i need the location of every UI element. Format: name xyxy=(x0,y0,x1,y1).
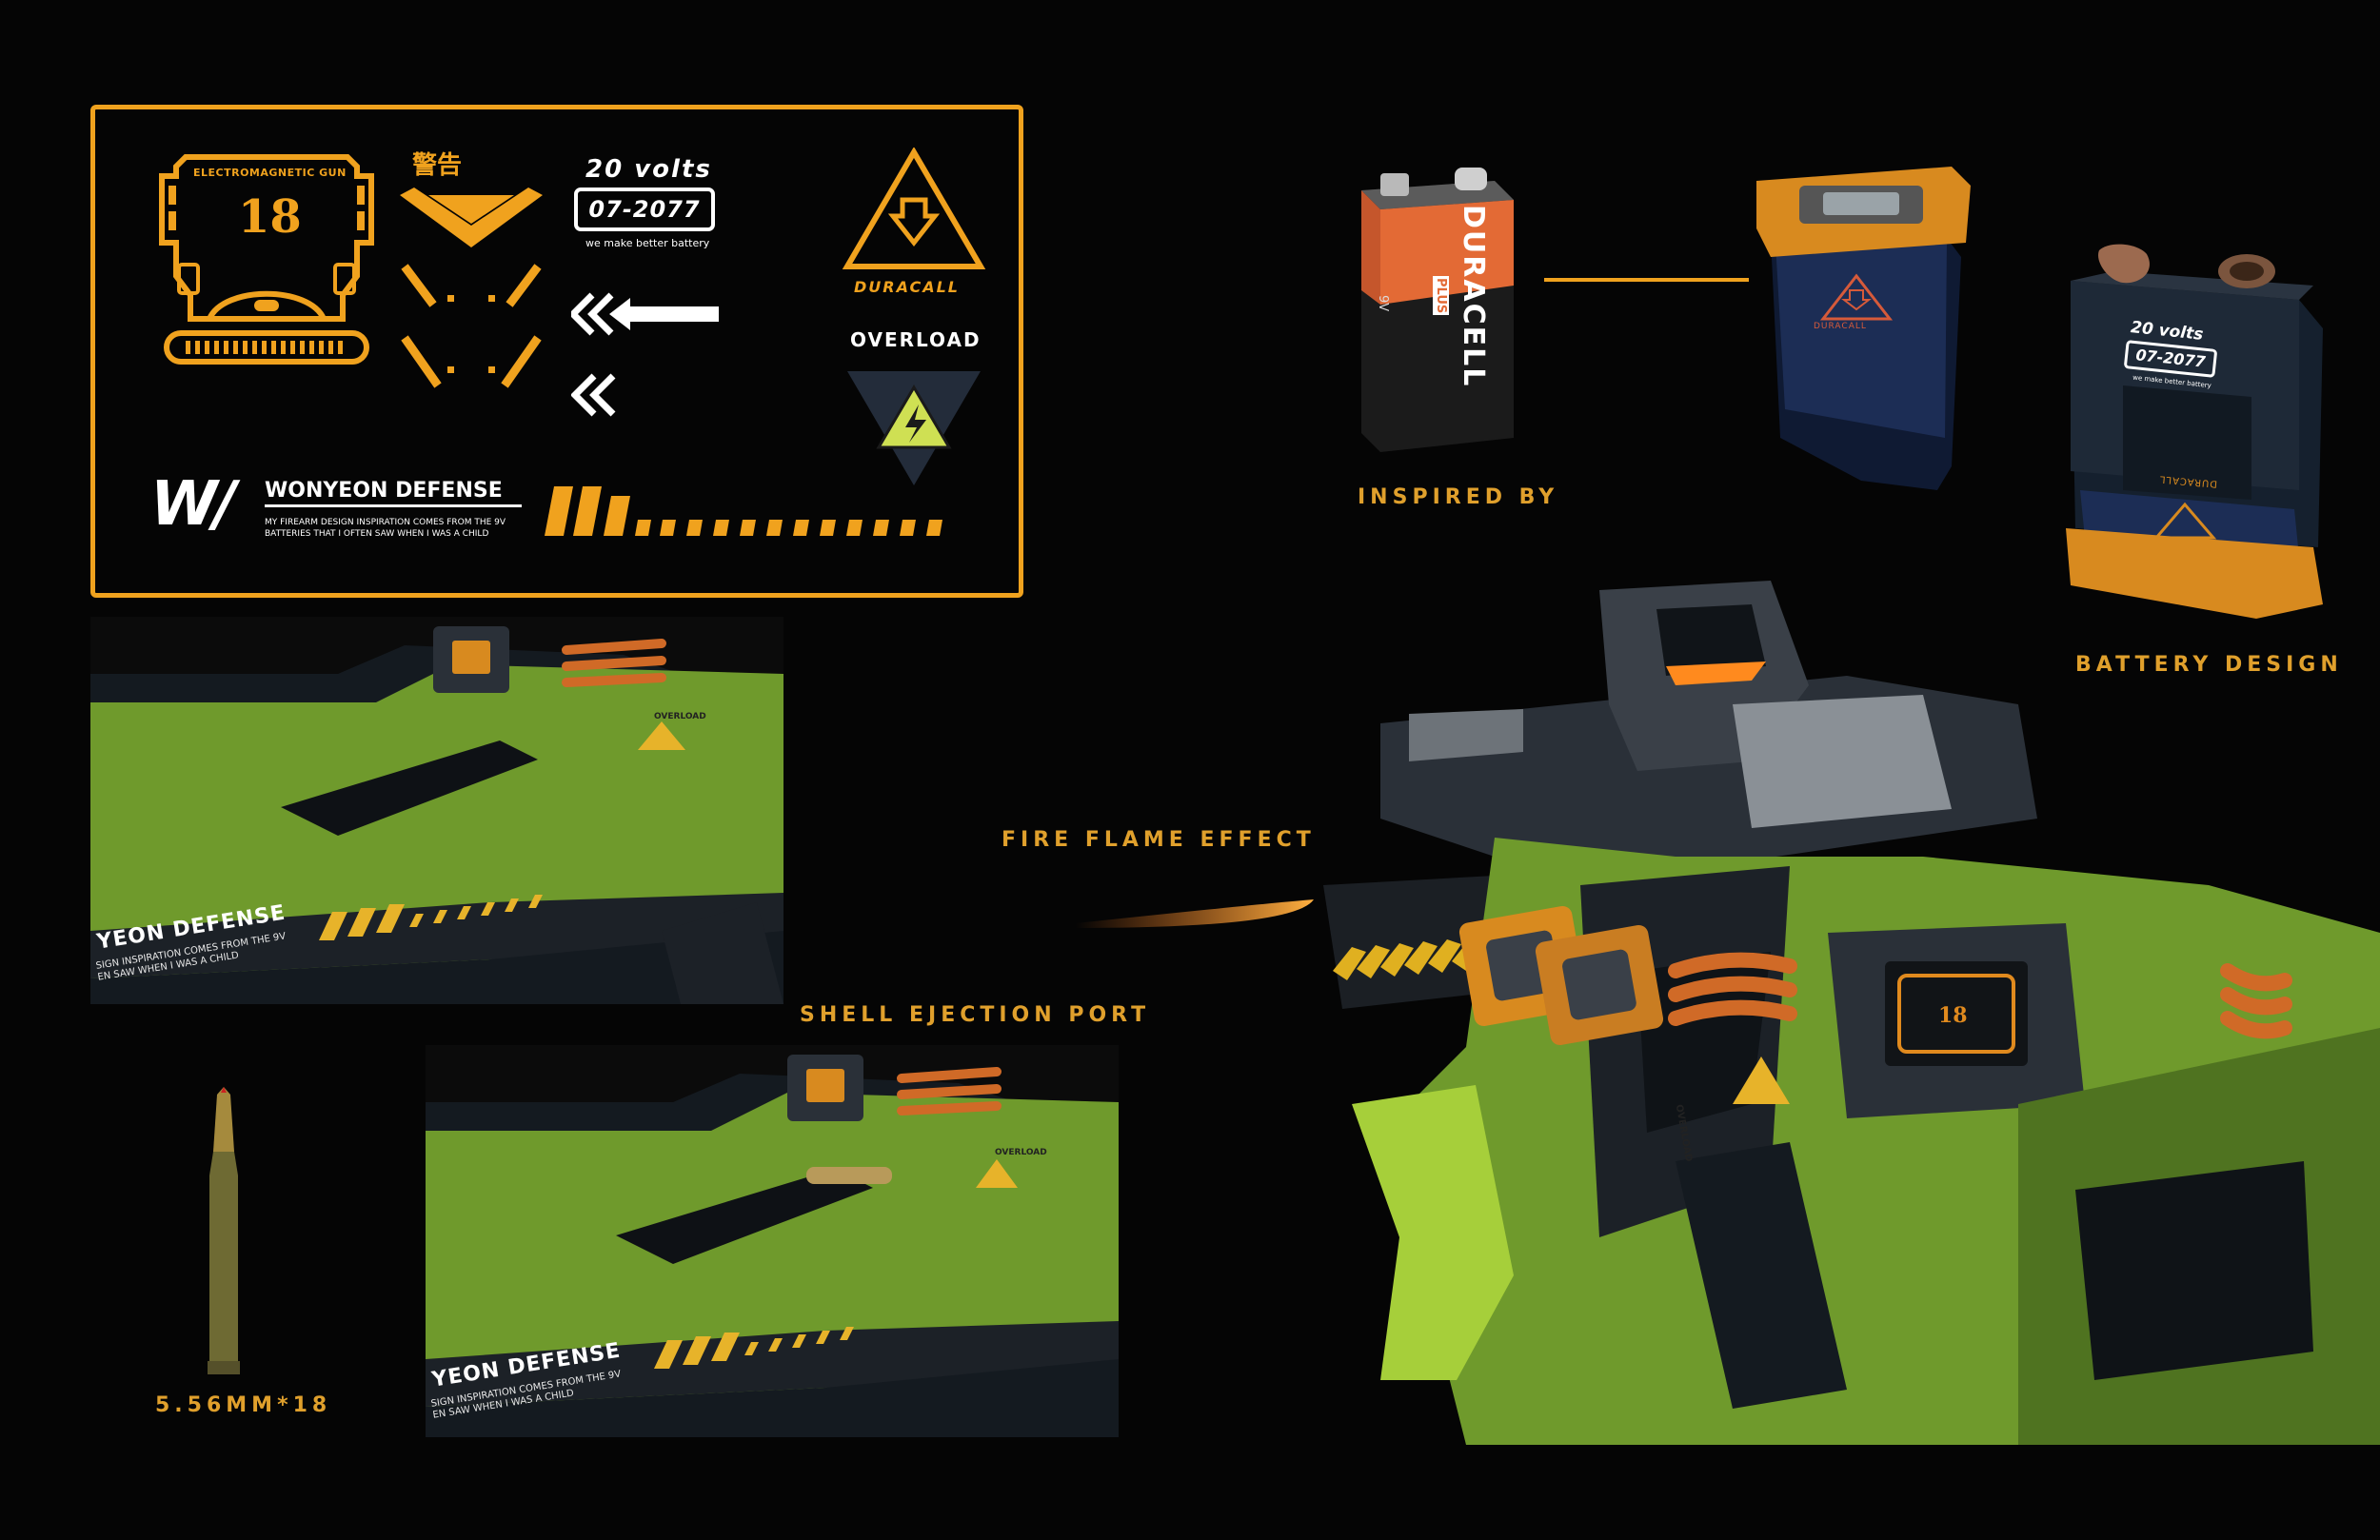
gun-decal-overload: OVERLOAD xyxy=(995,1148,1047,1157)
company-note-line: BATTERIES THAT I OFTEN SAW WHEN I WAS A … xyxy=(265,529,489,539)
concept-battery-front xyxy=(1756,167,1971,490)
duracell-voltage: 9V xyxy=(1376,295,1390,312)
shell-ejection-label: SHELL EJECTION PORT xyxy=(800,1003,1151,1027)
decal-panel: ELECTROMAGNETIC GUN 18 警告 20 volts 07-20… xyxy=(90,105,1023,598)
hazard-stripes xyxy=(545,486,942,536)
battery-design-label: BATTERY DESIGN xyxy=(2075,653,2343,677)
company-note: MY FIREARM DESIGN INSPIRATION COMES FROM… xyxy=(265,517,506,540)
electromagnetic-emblem-icon xyxy=(159,154,374,365)
concept-battery-back xyxy=(2066,244,2323,619)
connector-line xyxy=(1544,278,1749,282)
lightning-hazard-icon xyxy=(847,371,981,485)
company-name: WONYEON DEFENSE xyxy=(265,479,522,507)
warning-chevron-icon xyxy=(400,188,543,388)
brand-triangle-label: DURACALL xyxy=(854,278,960,296)
voltage-title: 20 volts xyxy=(585,155,712,184)
overload-label: OVERLOAD xyxy=(850,328,982,351)
original-battery xyxy=(1361,168,1514,452)
down-arrow-triangle-icon xyxy=(842,148,986,269)
emblem-title: ELECTROMAGNETIC GUN xyxy=(193,167,347,179)
emblem-number: 18 xyxy=(238,190,302,244)
duracell-sub: PLUS xyxy=(1433,276,1449,316)
shell-ejection-closeup-art xyxy=(426,1045,1119,1437)
inspired-by-label: INSPIRED BY xyxy=(1358,485,1559,509)
company-logo: W/ xyxy=(150,469,236,540)
fire-flame-label: FIRE FLAME EFFECT xyxy=(1002,828,1316,852)
warning-text: 警告 xyxy=(412,151,463,180)
gun-closeup-top-art xyxy=(90,617,783,1004)
concept-front-brand: DURACALL xyxy=(1814,322,1867,331)
gun-screen-number: 18 xyxy=(1938,1003,1968,1028)
arrow-left-icon xyxy=(571,292,719,417)
gun-closeup-top: YEON DEFENSE SIGN INSPIRATION COMES FROM… xyxy=(90,617,783,1004)
duracell-brand: DURACELL xyxy=(1457,205,1490,388)
voltage-code: 07-2077 xyxy=(574,188,715,231)
shell-ejection-closeup: YEON DEFENSE SIGN INSPIRATION COMES FROM… xyxy=(426,1045,1119,1437)
gun-decal-overload: OVERLOAD xyxy=(654,712,706,721)
main-gun-render xyxy=(1076,581,2380,1445)
voltage-tagline: we make better battery xyxy=(585,237,710,249)
cartridge-icon xyxy=(208,1087,240,1374)
company-note-line: MY FIREARM DESIGN INSPIRATION COMES FROM… xyxy=(265,518,506,527)
ammo-label: 5.56MM*18 xyxy=(155,1393,332,1417)
